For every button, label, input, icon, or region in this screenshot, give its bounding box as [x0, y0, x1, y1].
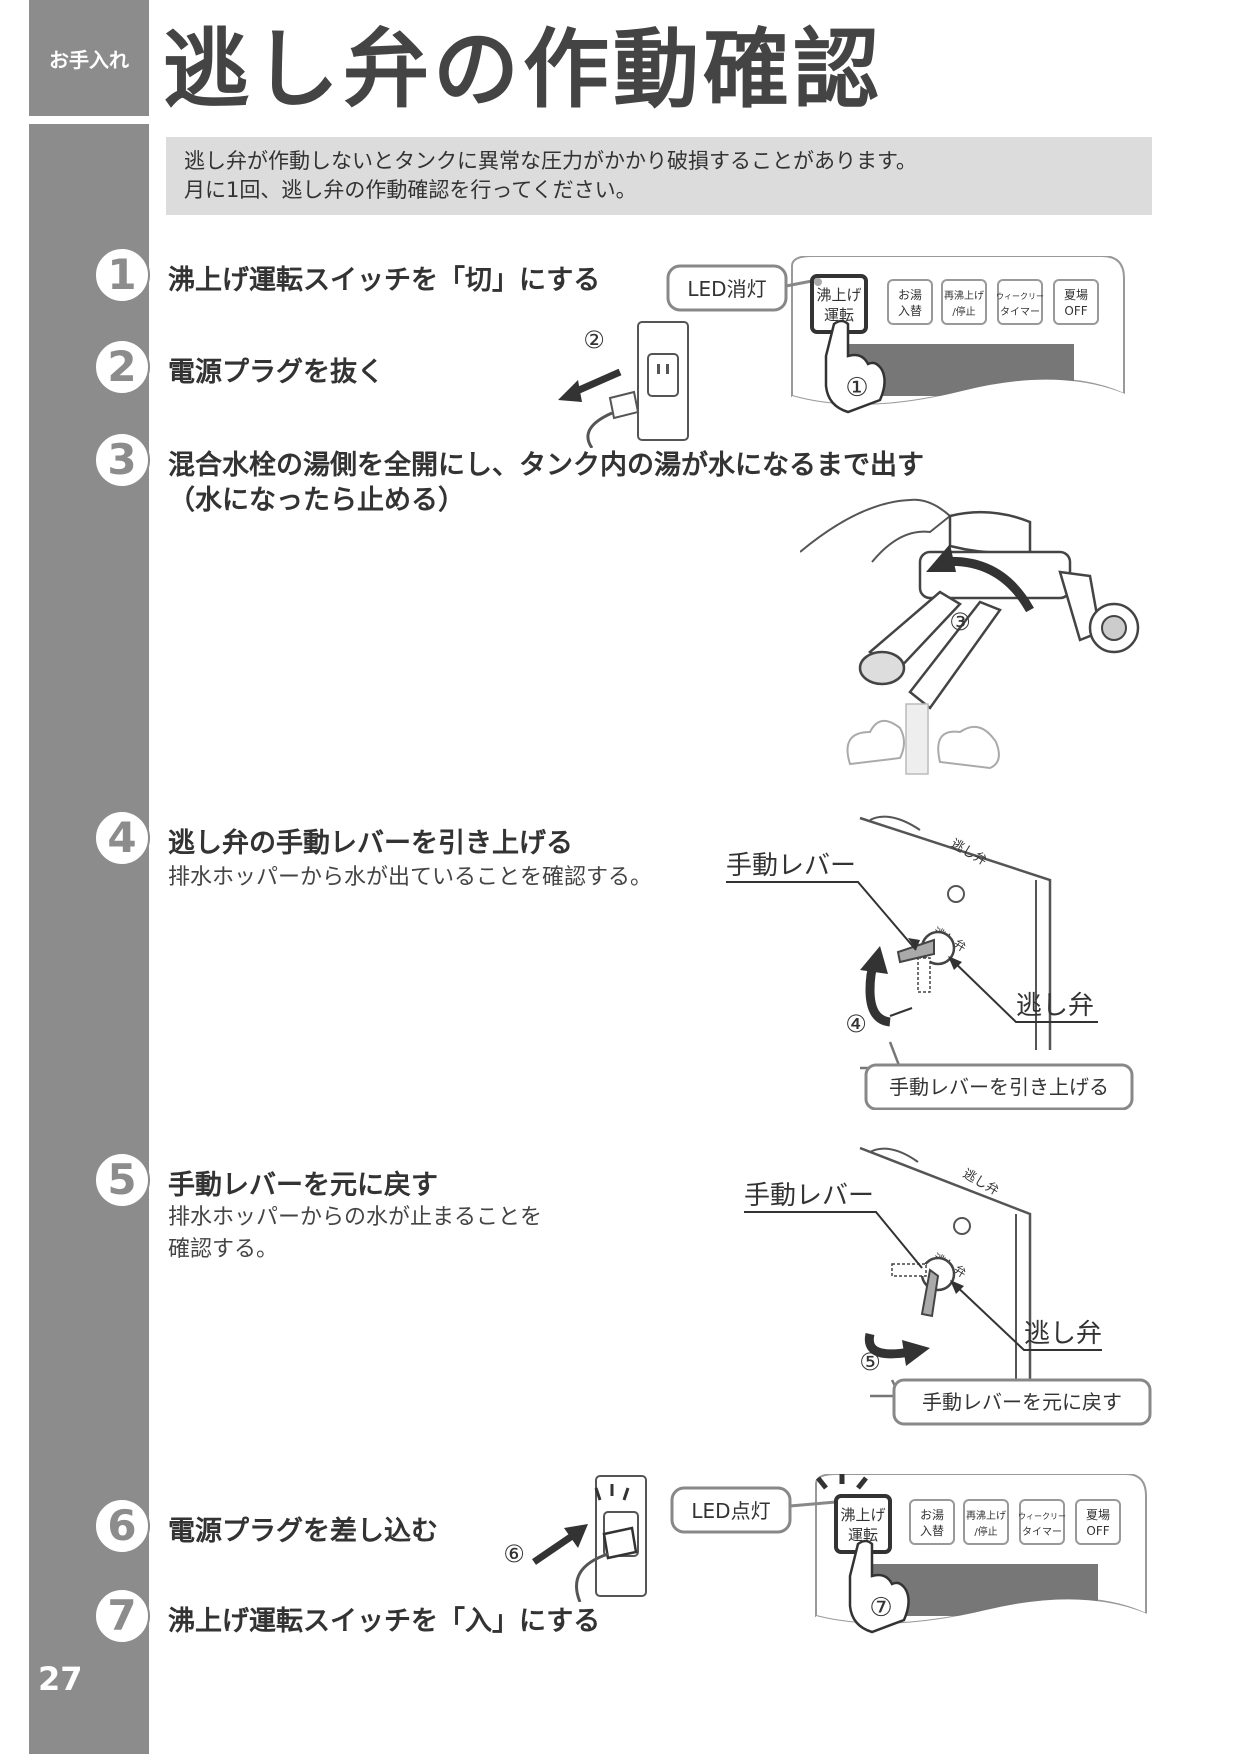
led-on-label: LED点灯: [691, 1499, 770, 1523]
marker-4: ④: [845, 1010, 867, 1038]
svg-text:/停止: /停止: [952, 305, 975, 318]
step-3-number: 3: [94, 432, 150, 488]
step-3-title-2: （水になったら止める）: [168, 485, 465, 516]
relief-valve-label-2: 逃し弁: [1024, 1319, 1102, 1349]
valve-lever-up-illustration: 逃し弁 逃し弁 手動レバー 逃し弁 ④ 手動レバーを引き上げる: [720, 810, 1140, 1110]
notice-box: 逃し弁が作動しないとタンクに異常な圧力がかかり破損することがあります。 月に1回…: [166, 137, 1152, 215]
step-1-title: 沸上げ運転スイッチを「切」にする: [168, 265, 601, 296]
header-band: [29, 0, 149, 116]
svg-text:/停止: /停止: [974, 1525, 997, 1538]
valve-lever-down-illustration: 逃し弁 逃し弁 手動レバー 逃し弁 ⑤ 手動レバーを元に戻す: [740, 1144, 1160, 1436]
svg-text:運転: 運転: [848, 1526, 878, 1544]
marker-2: ②: [583, 326, 605, 354]
plug-in-illustration: ⑥: [496, 1472, 656, 1602]
step-4-number: 4: [94, 810, 150, 866]
step-3-title: 混合水栓の湯側を全開にし、タンク内の湯が水になるまで出す: [168, 450, 924, 481]
callout-lever-up: 手動レバーを引き上げる: [889, 1075, 1109, 1099]
step-5-sub-1: 排水ホッパーからの水が止まることを: [168, 1205, 543, 1230]
svg-text:入替: 入替: [898, 304, 922, 318]
section-tag: お手入れ: [49, 48, 129, 72]
marker-3: ③: [949, 608, 971, 636]
marker-6: ⑥: [503, 1540, 525, 1568]
step-2-title: 電源プラグを抜く: [168, 357, 384, 388]
notice-line-1: 逃し弁が作動しないとタンクに異常な圧力がかかり破損することがあります。: [184, 149, 917, 173]
marker-1: ①: [845, 373, 868, 403]
control-panel-illustration-bottom: LED点灯 沸上げ 運転 お湯 入替 再沸上げ /停止 ウィークリー タイマー …: [666, 1474, 1156, 1634]
led-off-label: LED消灯: [687, 277, 766, 301]
marker-5: ⑤: [859, 1348, 881, 1376]
notice-line-2: 月に1回、逃し弁の作動確認を行ってください。: [184, 178, 637, 202]
svg-text:夏場: 夏場: [1086, 1508, 1110, 1522]
svg-text:お湯: お湯: [920, 1508, 944, 1522]
svg-text:OFF: OFF: [1086, 1524, 1109, 1538]
step-5-title: 手動レバーを元に戻す: [168, 1170, 438, 1201]
step-6-number: 6: [94, 1498, 150, 1554]
svg-text:運転: 運転: [824, 306, 854, 324]
manual-lever-label-2: 手動レバー: [744, 1181, 874, 1211]
step-5-number: 5: [94, 1152, 150, 1208]
step-5-sub-2: 確認する。: [168, 1237, 279, 1262]
step-6-title: 電源プラグを差し込む: [168, 1516, 438, 1547]
svg-text:沸上げ: 沸上げ: [816, 286, 861, 304]
svg-text:ウィークリー: ウィークリー: [996, 292, 1044, 301]
svg-text:逃し弁: 逃し弁: [948, 836, 989, 868]
svg-text:再沸上げ: 再沸上げ: [966, 1509, 1006, 1522]
hand-icon: [824, 319, 886, 414]
faucet-illustration: ③: [800, 492, 1140, 792]
step-7-title: 沸上げ運転スイッチを「入」にする: [168, 1606, 601, 1637]
step-7-number: 7: [94, 1588, 150, 1644]
svg-text:OFF: OFF: [1064, 304, 1087, 318]
svg-text:夏場: 夏場: [1064, 288, 1088, 302]
manual-lever-label: 手動レバー: [726, 851, 856, 881]
page-title: 逃し弁の作動確認: [163, 20, 883, 120]
svg-text:再沸上げ: 再沸上げ: [944, 289, 984, 302]
plug-out-illustration: ②: [548, 318, 698, 448]
svg-text:タイマー: タイマー: [1000, 306, 1040, 318]
step-4-title: 逃し弁の手動レバーを引き上げる: [168, 828, 573, 859]
side-band: [29, 124, 149, 1754]
step-1-number: 1: [94, 247, 150, 303]
page-number: 27: [38, 1660, 83, 1698]
step-4-sub: 排水ホッパーから水が出ていることを確認する。: [168, 865, 653, 890]
hand-icon-2: [848, 1539, 910, 1634]
svg-text:入替: 入替: [920, 1524, 944, 1538]
control-panel-illustration-top: LED消灯 沸上げ 運転 お湯 入替 再沸上げ /停止 ウィークリー タイマー …: [662, 256, 1132, 416]
svg-text:沸上げ: 沸上げ: [840, 1506, 885, 1524]
step-2-number: 2: [94, 339, 150, 395]
callout-lever-down: 手動レバーを元に戻す: [922, 1390, 1122, 1414]
svg-text:ウィークリー: ウィークリー: [1018, 1512, 1066, 1521]
marker-7: ⑦: [869, 1593, 892, 1623]
relief-valve-label: 逃し弁: [1016, 991, 1094, 1021]
svg-text:お湯: お湯: [898, 288, 922, 302]
svg-text:タイマー: タイマー: [1022, 1526, 1062, 1538]
